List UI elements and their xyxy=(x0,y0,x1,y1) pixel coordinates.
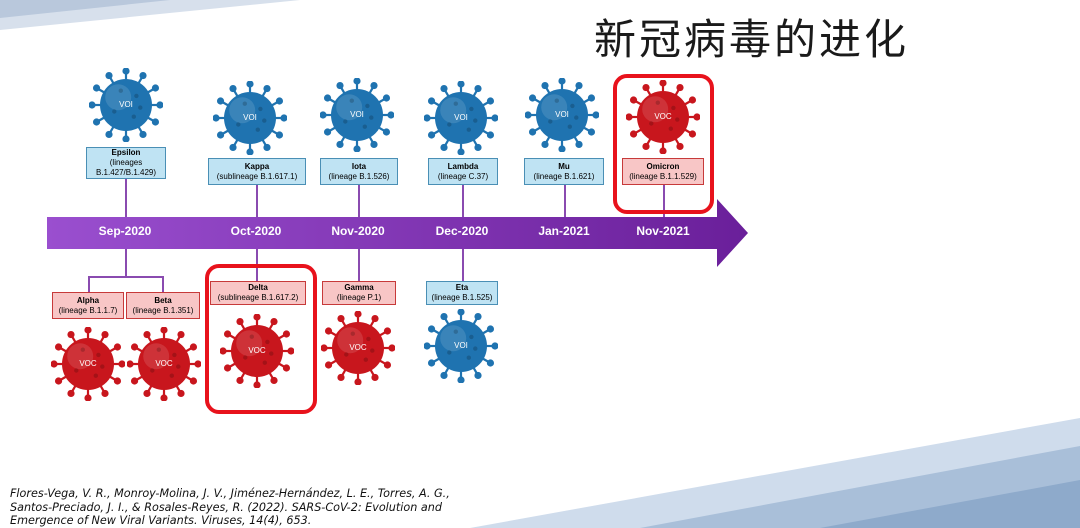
virus-class-label: VOC xyxy=(155,359,173,368)
virus-icon xyxy=(220,314,294,388)
variant-name: Delta xyxy=(248,283,268,292)
virus-icon xyxy=(89,68,163,142)
connector-line xyxy=(88,276,164,278)
connector-line xyxy=(462,185,464,217)
virus-class-label: VOI xyxy=(243,113,257,122)
variant-name: Beta xyxy=(154,295,172,305)
virus-icon xyxy=(320,78,394,152)
variant-lineage: (lineages B.1.427/B.1.429) xyxy=(95,158,157,177)
variant-box-lambda: Lambda (lineage C.37) xyxy=(428,158,498,185)
virus-class-label: VOC xyxy=(248,346,266,355)
citation-line: Flores-Vega, V. R., Monroy-Molina, J. V.… xyxy=(10,487,450,500)
variant-box-alpha: Alpha (lineage B.1.1.7) xyxy=(52,292,124,319)
connector-line xyxy=(256,185,258,217)
highlight-frame-delta xyxy=(205,264,317,414)
connector-line xyxy=(125,178,127,217)
variant-name: Mu xyxy=(558,161,570,171)
virus-class-label: VOI xyxy=(454,341,468,350)
connector-line xyxy=(358,249,360,281)
variant-box-gamma: Gamma (lineage P.1) xyxy=(322,281,396,305)
virus-icon xyxy=(424,309,498,383)
variant-box-iota: Iota (lineage B.1.526) xyxy=(320,158,398,185)
variant-lineage: (lineage B.1.1.7) xyxy=(58,305,118,315)
virus-icon xyxy=(127,327,201,401)
virus-icon xyxy=(213,81,287,155)
timeline-month: Jan-2021 xyxy=(538,224,590,238)
connector-line xyxy=(88,276,90,292)
variant-lineage: (lineage C.37) xyxy=(437,171,489,181)
connector-line xyxy=(162,276,164,292)
timeline-month: Nov-2021 xyxy=(636,224,690,238)
connector-line xyxy=(358,185,360,217)
variant-box-mu: Mu (lineage B.1.621) xyxy=(524,158,604,185)
virus-class-label: VOI xyxy=(555,110,569,119)
variant-lineage: (lineage B.1.526) xyxy=(328,171,390,181)
variant-box-eta: Eta (lineage B.1.525) xyxy=(426,281,498,305)
virus-icon xyxy=(321,311,395,385)
variant-name: Alpha xyxy=(76,295,100,305)
citation-line: Santos-Preciado, J. I., & Rosales-Reyes,… xyxy=(10,500,442,514)
highlight-frame-omicron xyxy=(613,74,714,214)
timeline-month: Nov-2020 xyxy=(331,224,385,238)
virus-class-label: VOI xyxy=(454,113,468,122)
connector-line xyxy=(462,249,464,281)
virus-class-label: VOI xyxy=(350,110,364,119)
variant-lineage: (lineage B.1.351) xyxy=(132,305,194,315)
timeline-month: Oct-2020 xyxy=(230,224,282,238)
variant-name: Gamma xyxy=(344,283,374,292)
variant-name: Omicron xyxy=(646,161,680,171)
citation-line: Emergence of New Viral Variants. Viruses… xyxy=(10,514,312,527)
variant-lineage: (lineage P.1) xyxy=(336,293,382,302)
variant-lineage: (lineage B.1.525) xyxy=(431,293,493,302)
slide-title: 新冠病毒的进化 xyxy=(594,15,910,64)
virus-class-label: VOC xyxy=(349,343,367,352)
connector-line xyxy=(564,185,566,217)
variant-lineage: (sublineage B.1.617.1) xyxy=(216,171,298,181)
variant-name: Kappa xyxy=(244,161,270,171)
virus-icon xyxy=(51,327,125,401)
virus-class-label: VOI xyxy=(119,100,133,109)
virus-class-label: VOC xyxy=(79,359,97,368)
variant-box-beta: Beta (lineage B.1.351) xyxy=(126,292,200,319)
variant-lineage: (lineage B.1.1.529) xyxy=(629,171,697,181)
citation: Flores-Vega, V. R., Monroy-Molina, J. V.… xyxy=(10,487,650,528)
variant-name: Lambda xyxy=(447,161,479,171)
variant-name: Eta xyxy=(455,283,469,292)
variant-box-delta: Delta (sublineage B.1.617.2) xyxy=(210,281,306,305)
variant-box-omicron: Omicron (lineage B.1.1.529) xyxy=(622,158,704,185)
virus-icon xyxy=(424,81,498,155)
connector-line xyxy=(663,185,665,217)
virus-class-label: VOC xyxy=(654,112,672,121)
variant-lineage: (lineage B.1.621) xyxy=(533,171,595,181)
connector-line xyxy=(125,249,127,277)
virus-icon xyxy=(626,80,700,154)
variant-name: Epsilon xyxy=(111,148,141,157)
variant-lineage: (sublineage B.1.617.2) xyxy=(217,293,299,302)
timeline-month: Dec-2020 xyxy=(435,224,489,238)
variant-box-kappa: Kappa (sublineage B.1.617.1) xyxy=(208,158,306,185)
variant-box-epsilon: Epsilon (lineages B.1.427/B.1.429) xyxy=(86,147,166,179)
variant-name: Iota xyxy=(351,161,367,171)
timeline-month: Sep-2020 xyxy=(98,224,152,238)
virus-icon xyxy=(525,78,599,152)
